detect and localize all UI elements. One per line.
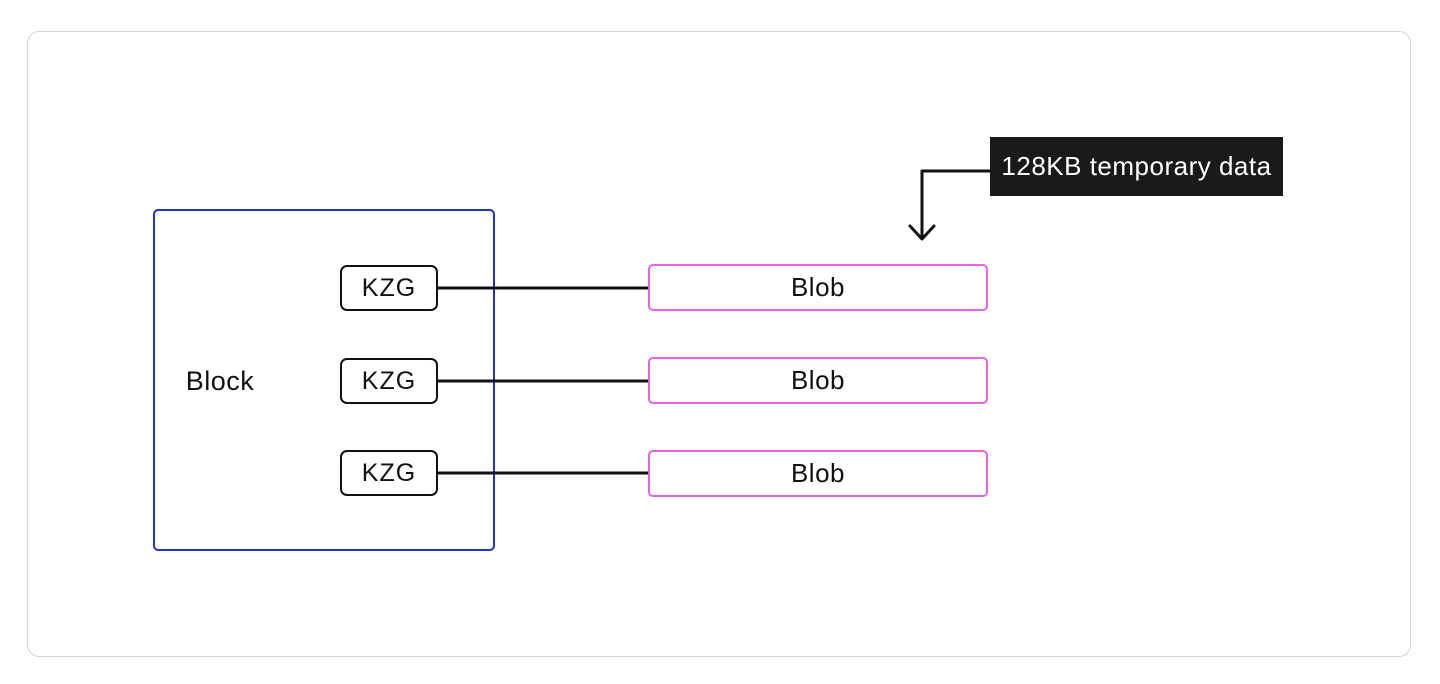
annotation-128kb-temporary-data: 128KB temporary data bbox=[990, 137, 1283, 196]
block-label: Block bbox=[185, 366, 255, 396]
kzg-node-1: KZG bbox=[340, 265, 438, 311]
blob-node-1: Blob bbox=[648, 264, 988, 311]
diagram-card bbox=[27, 31, 1411, 657]
kzg-node-2: KZG bbox=[340, 358, 438, 404]
kzg-node-3: KZG bbox=[340, 450, 438, 496]
blob-node-2: Blob bbox=[648, 357, 988, 404]
blob-node-3: Blob bbox=[648, 450, 988, 497]
